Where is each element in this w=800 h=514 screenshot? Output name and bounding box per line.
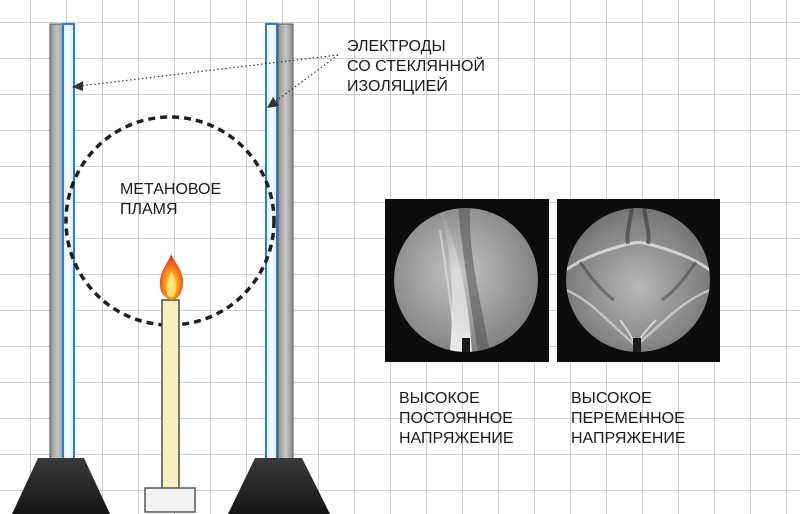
flame-label-line: ПЛАМЯ: [120, 201, 178, 218]
electrodes-label-line: СО СТЕКЛЯННОЙ: [347, 58, 485, 75]
electrodes-label-line: ЭЛЕКТРОДЫ: [347, 38, 446, 55]
flame-icon: [159, 254, 184, 300]
right-electrode-base: [228, 458, 330, 514]
electrodes-label-line: ИЗОЛЯЦИЕЙ: [347, 78, 448, 95]
electrode-pointer-lines: [79, 54, 339, 105]
ac-photo: [557, 199, 720, 362]
dc-voltage-label-line: НАПРЯЖЕНИЕ: [399, 430, 514, 447]
left-electrode: [49, 23, 75, 465]
dc-photo: [385, 199, 549, 362]
left-electrode-base: [12, 458, 110, 514]
right-electrode: [265, 23, 294, 465]
ac-voltage-label-line: ПЕРЕМЕННОЕ: [571, 410, 685, 427]
flame-label-line: МЕТАНОВОЕ: [120, 181, 222, 198]
dc-voltage-label-line: ВЫСОКОЕ: [399, 390, 480, 407]
flame-label: МЕТАНОВОЕ ПЛАМЯ: [120, 180, 221, 220]
dc-voltage-label: ВЫСОКОЕ ПОСТОЯННОЕ НАПРЯЖЕНИЕ: [399, 389, 514, 449]
electrodes-label: ЭЛЕКТРОДЫ СО СТЕКЛЯННОЙ ИЗОЛЯЦИЕЙ: [347, 37, 485, 97]
burner: [144, 299, 196, 513]
arrowhead-icon: [72, 81, 279, 108]
ac-voltage-label-line: ВЫСОКОЕ: [571, 390, 652, 407]
flame-region-circle: [64, 115, 276, 327]
ac-voltage-label-line: НАПРЯЖЕНИЕ: [571, 430, 686, 447]
ac-voltage-label: ВЫСОКОЕ ПЕРЕМЕННОЕ НАПРЯЖЕНИЕ: [571, 389, 686, 449]
dc-voltage-label-line: ПОСТОЯННОЕ: [399, 410, 513, 427]
